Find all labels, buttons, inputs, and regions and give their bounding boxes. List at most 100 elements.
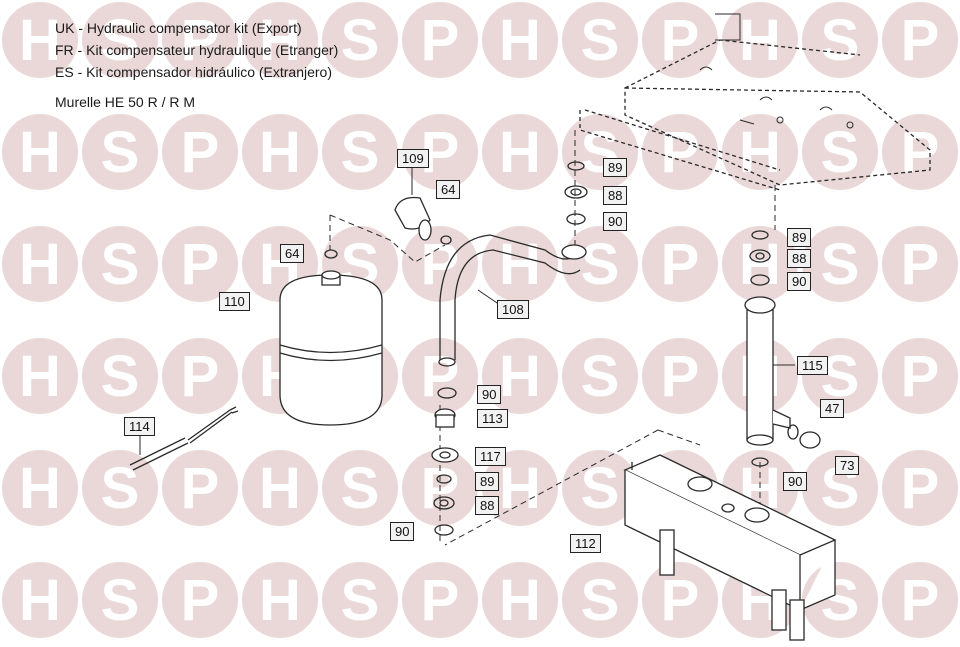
- watermark-letter: H: [259, 568, 301, 633]
- watermark-letter: H: [739, 8, 781, 73]
- watermark-letter: S: [581, 232, 620, 297]
- watermark-circle: H: [2, 562, 78, 638]
- seal-89-right: [751, 230, 769, 240]
- watermark-circle: P: [162, 338, 238, 414]
- seal-64-right: [440, 235, 452, 245]
- callout-112[interactable]: 112: [570, 534, 601, 553]
- watermark-circle: S: [562, 562, 638, 638]
- watermark-letter: P: [181, 232, 220, 297]
- callout-108[interactable]: 108: [497, 300, 529, 319]
- watermark-circle: H: [242, 562, 318, 638]
- callout-90-mid[interactable]: 90: [477, 385, 502, 404]
- callout-88-top[interactable]: 88: [603, 186, 628, 205]
- watermark-letter: P: [901, 232, 940, 297]
- title-fr: FR - Kit compensateur hydraulique (Etran…: [55, 42, 339, 58]
- watermark-circle: H: [2, 226, 78, 302]
- watermark-letter: S: [581, 344, 620, 409]
- callout-110[interactable]: 110: [219, 292, 250, 311]
- watermark-circle: P: [162, 562, 238, 638]
- boiler-casing: [579, 39, 931, 191]
- nut-88-left: [433, 496, 455, 510]
- callout-89-left[interactable]: 89: [475, 472, 500, 491]
- watermark-letter: H: [259, 456, 301, 521]
- watermark-letter: S: [101, 232, 140, 297]
- callout-117[interactable]: 117: [475, 447, 506, 466]
- watermark-circle: S: [82, 338, 158, 414]
- watermark-circle: P: [402, 338, 478, 414]
- seal-64-left: [324, 249, 338, 259]
- watermark-letter: S: [101, 8, 140, 73]
- watermark-circle: S: [562, 338, 638, 414]
- watermark-circle: H: [482, 562, 558, 638]
- watermark-letter: P: [181, 456, 220, 521]
- callout-88-left[interactable]: 88: [475, 496, 500, 515]
- watermark-letter: P: [661, 344, 700, 409]
- watermark-letter: H: [739, 232, 781, 297]
- callout-113[interactable]: 113: [477, 409, 508, 428]
- callout-88-right[interactable]: 88: [787, 249, 812, 268]
- callout-73[interactable]: 73: [835, 456, 860, 475]
- watermark-letter: H: [499, 456, 541, 521]
- watermark-circle: P: [162, 114, 238, 190]
- watermark-letter: H: [499, 8, 541, 73]
- watermark-circle: S: [322, 450, 398, 526]
- fitting-117: [431, 447, 459, 463]
- watermark-circle: S: [82, 450, 158, 526]
- watermark-letter: P: [901, 568, 940, 633]
- expansion-vessel: [279, 270, 383, 426]
- seal-90-mid: [437, 387, 457, 399]
- callout-109[interactable]: 109: [397, 149, 429, 168]
- watermark-circle: H: [722, 226, 798, 302]
- seal-90-lower-right: [751, 457, 769, 467]
- watermark-letter: S: [101, 344, 140, 409]
- watermark-letter: P: [661, 8, 700, 73]
- callout-64-left[interactable]: 64: [280, 244, 305, 263]
- watermark-circle: P: [642, 226, 718, 302]
- watermark-letter: H: [19, 568, 61, 633]
- cap-73: [799, 431, 821, 449]
- callout-90-lower-right[interactable]: 90: [783, 472, 808, 491]
- callout-90-top[interactable]: 90: [603, 212, 628, 231]
- vertical-tube: [744, 296, 791, 446]
- watermark-circle: S: [82, 226, 158, 302]
- watermark-circle: S: [82, 562, 158, 638]
- watermark-circle: H: [482, 2, 558, 78]
- watermark-letter: P: [661, 232, 700, 297]
- watermark-letter: P: [181, 120, 220, 185]
- title-uk: UK - Hydraulic compensator kit (Export): [55, 20, 302, 36]
- watermark-letter: S: [341, 456, 380, 521]
- watermark-letter: P: [901, 344, 940, 409]
- watermark-letter: P: [421, 8, 460, 73]
- callout-89-top[interactable]: 89: [603, 158, 628, 177]
- callout-64-right[interactable]: 64: [436, 180, 461, 199]
- watermark-circle: S: [322, 2, 398, 78]
- callout-114[interactable]: 114: [124, 417, 155, 436]
- callout-90-right[interactable]: 90: [787, 272, 812, 291]
- seal-89-top: [567, 161, 585, 171]
- watermark-letter: S: [821, 344, 860, 409]
- callout-115[interactable]: 115: [797, 356, 828, 375]
- seal-90-right: [750, 274, 770, 286]
- watermark-circle: S: [802, 114, 878, 190]
- watermark-letter: P: [901, 456, 940, 521]
- watermark-letter: H: [19, 232, 61, 297]
- watermark-circle: H: [482, 450, 558, 526]
- watermark-letter: P: [421, 568, 460, 633]
- watermark-letter: S: [821, 232, 860, 297]
- watermark-letter: H: [19, 456, 61, 521]
- watermark-circle: S: [322, 114, 398, 190]
- callout-89-right[interactable]: 89: [787, 228, 812, 247]
- watermark-letter: S: [101, 120, 140, 185]
- watermark-circle: S: [802, 2, 878, 78]
- watermark-letter: S: [581, 456, 620, 521]
- watermark-letter: P: [421, 232, 460, 297]
- watermark-circle: S: [82, 2, 158, 78]
- watermark-letter: P: [181, 568, 220, 633]
- callout-90-bottom[interactable]: 90: [390, 522, 415, 541]
- watermark-circle: S: [802, 226, 878, 302]
- nut-88-right: [749, 249, 771, 263]
- callout-47[interactable]: 47: [820, 399, 845, 418]
